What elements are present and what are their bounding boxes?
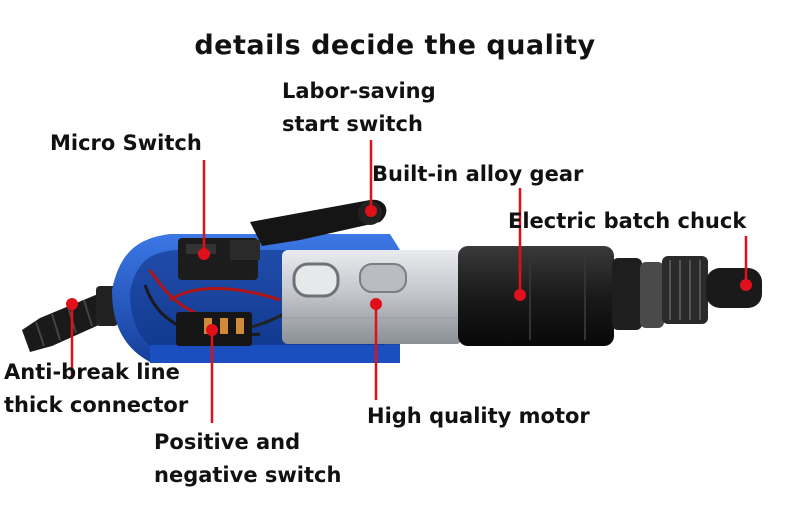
motor (282, 250, 462, 344)
label-electric-batch-chuck: Electric batch chuck (508, 209, 747, 233)
label-positive-negative-switch: Positive and negative switch (154, 426, 341, 492)
label-labor-saving-start-switch: Labor-saving start switch (282, 75, 436, 141)
label-line: start switch (282, 112, 423, 136)
diagram-title: details decide the quality (194, 30, 596, 61)
micro-switch (178, 238, 260, 280)
gear-housing (458, 246, 614, 346)
label-line: thick connector (4, 393, 189, 417)
label-high-quality-motor: High quality motor (367, 404, 590, 428)
label-anti-break-line: Anti-break line thick connector (4, 356, 188, 422)
callout-lines (66, 140, 752, 423)
label-built-in-alloy-gear: Built-in alloy gear (372, 162, 584, 186)
label-line: negative switch (154, 463, 342, 487)
label-micro-switch: Micro Switch (50, 131, 202, 155)
chuck (612, 256, 762, 330)
label-line: Anti-break line (4, 360, 180, 384)
label-line: Labor-saving (282, 79, 436, 103)
label-line: Positive and (154, 430, 301, 454)
cable-connector (22, 286, 118, 352)
